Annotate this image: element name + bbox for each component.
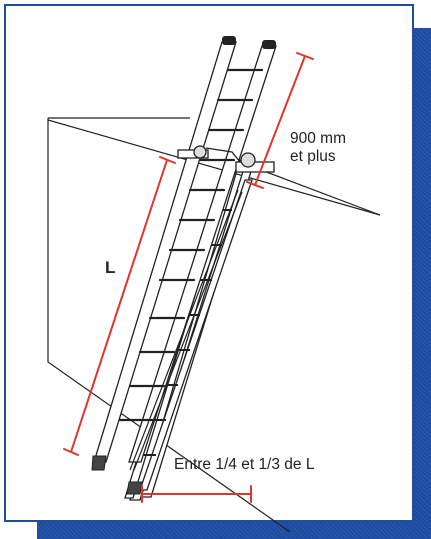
ladder-rope xyxy=(129,189,243,471)
height-label-line2: et plus xyxy=(290,148,336,165)
length-label: L xyxy=(105,258,116,277)
ladder-top-caps xyxy=(222,36,276,49)
ladder-fly-rungs xyxy=(118,68,264,422)
ladder-fly-section xyxy=(93,41,277,463)
height-label-line1: 900 mm xyxy=(290,130,346,147)
height-label: 900 mm et plus xyxy=(290,130,346,166)
roof-brackets xyxy=(177,145,275,173)
ladder-feet xyxy=(91,455,143,495)
dimension-lines xyxy=(63,52,314,503)
base-distance-label: Entre 1/4 et 1/3 de L xyxy=(174,456,315,473)
